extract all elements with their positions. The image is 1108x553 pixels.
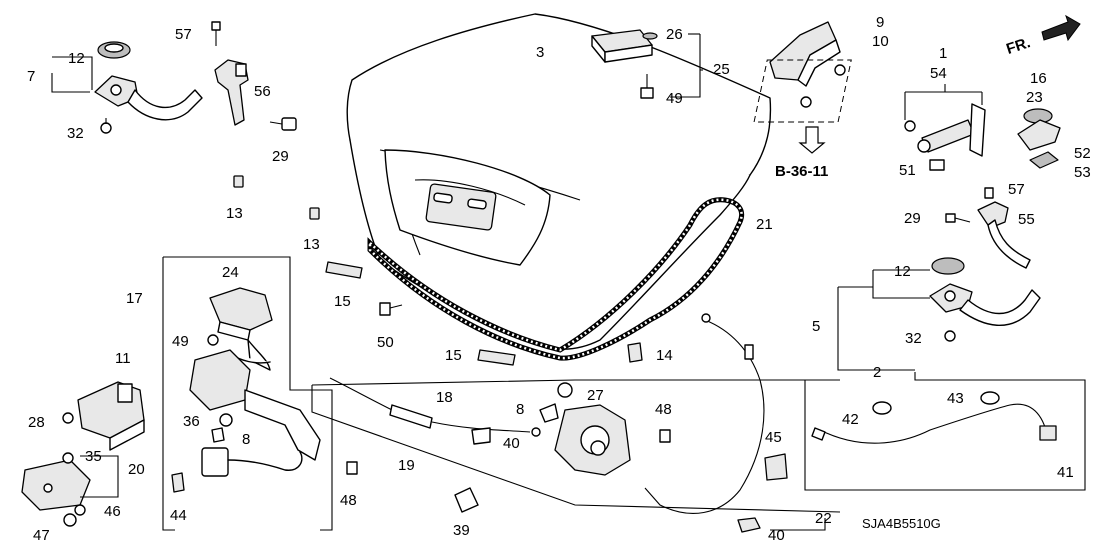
callout-15: 15 xyxy=(445,347,462,364)
callout-9: 9 xyxy=(876,14,884,31)
callout-32: 32 xyxy=(905,330,922,347)
callout-18: 18 xyxy=(436,389,453,406)
callout-25: 25 xyxy=(713,61,730,78)
callout-49: 49 xyxy=(666,90,683,107)
callout-13: 13 xyxy=(226,205,243,222)
trunk-lock xyxy=(62,381,145,451)
callout-28: 28 xyxy=(28,414,45,431)
callout-13: 13 xyxy=(303,236,320,253)
front-direction-label: FR. xyxy=(1004,34,1032,58)
callout-50: 50 xyxy=(377,334,394,351)
callout-12: 12 xyxy=(894,263,911,280)
callout-41: 41 xyxy=(1057,464,1074,481)
callout-11: 11 xyxy=(115,350,131,367)
callout-40: 40 xyxy=(768,527,785,544)
callout-26: 26 xyxy=(666,26,683,43)
callout-39: 39 xyxy=(453,522,470,539)
callout-55: 55 xyxy=(1018,211,1035,228)
callout-52: 52 xyxy=(1074,145,1091,162)
callout-45: 45 xyxy=(765,429,782,446)
callout-40: 40 xyxy=(503,435,520,452)
callout-42: 42 xyxy=(842,411,859,428)
callout-5: 5 xyxy=(812,318,820,335)
callout-35: 35 xyxy=(85,448,102,465)
callout-56: 56 xyxy=(254,83,271,100)
trunk-opener-cable xyxy=(329,377,631,476)
callout-29: 29 xyxy=(904,210,921,227)
callout-43: 43 xyxy=(947,390,964,407)
callout-51: 51 xyxy=(899,162,916,179)
callout-16: 16 xyxy=(1030,70,1047,87)
callout-21: 21 xyxy=(756,216,773,233)
trunk-wire-harness xyxy=(811,391,1057,444)
callout-47: 47 xyxy=(33,527,50,544)
callout-57: 57 xyxy=(1008,181,1025,198)
right-hinge-arm xyxy=(929,257,1041,342)
reference-label: B-36-11 xyxy=(775,163,828,180)
trunk-lid xyxy=(346,13,772,350)
callout-17: 17 xyxy=(126,290,143,307)
diagram-code: SJA4B5510G xyxy=(862,516,941,531)
callout-19: 19 xyxy=(398,457,415,474)
fuel-lid-opener-cable xyxy=(346,313,788,533)
callout-8: 8 xyxy=(516,401,524,418)
callout-29: 29 xyxy=(272,148,289,165)
callout-54: 54 xyxy=(930,65,947,82)
callout-14: 14 xyxy=(656,347,673,364)
callout-10: 10 xyxy=(872,33,889,50)
callout-7: 7 xyxy=(27,68,35,85)
lock-actuator-assembly xyxy=(171,287,321,493)
callout-1: 1 xyxy=(939,45,947,62)
right-hinge-assembly xyxy=(904,103,1061,269)
small-parts xyxy=(325,261,516,366)
callout-49: 49 xyxy=(172,333,189,350)
callout-23: 23 xyxy=(1026,89,1043,106)
callout-8: 8 xyxy=(242,431,250,448)
antenna-module xyxy=(591,29,658,99)
callout-44: 44 xyxy=(170,507,187,524)
callout-2: 2 xyxy=(873,364,881,381)
callout-15: 15 xyxy=(334,293,351,310)
left-hinge-assembly xyxy=(94,21,320,220)
trunk-striker xyxy=(21,452,91,527)
callout-27: 27 xyxy=(587,387,604,404)
callout-20: 20 xyxy=(128,461,145,478)
callout-36: 36 xyxy=(183,413,200,430)
callout-53: 53 xyxy=(1074,164,1091,181)
callout-22: 22 xyxy=(815,510,832,527)
callout-48: 48 xyxy=(655,401,672,418)
callout-46: 46 xyxy=(104,503,121,520)
callout-48: 48 xyxy=(340,492,357,509)
callout-12: 12 xyxy=(68,50,85,67)
callout-3: 3 xyxy=(536,44,544,61)
callout-32: 32 xyxy=(67,125,84,142)
front-direction-arrow xyxy=(1041,14,1081,42)
trunk-trim-bracket xyxy=(753,21,852,154)
callout-24: 24 xyxy=(222,264,239,281)
callout-57: 57 xyxy=(175,26,192,43)
